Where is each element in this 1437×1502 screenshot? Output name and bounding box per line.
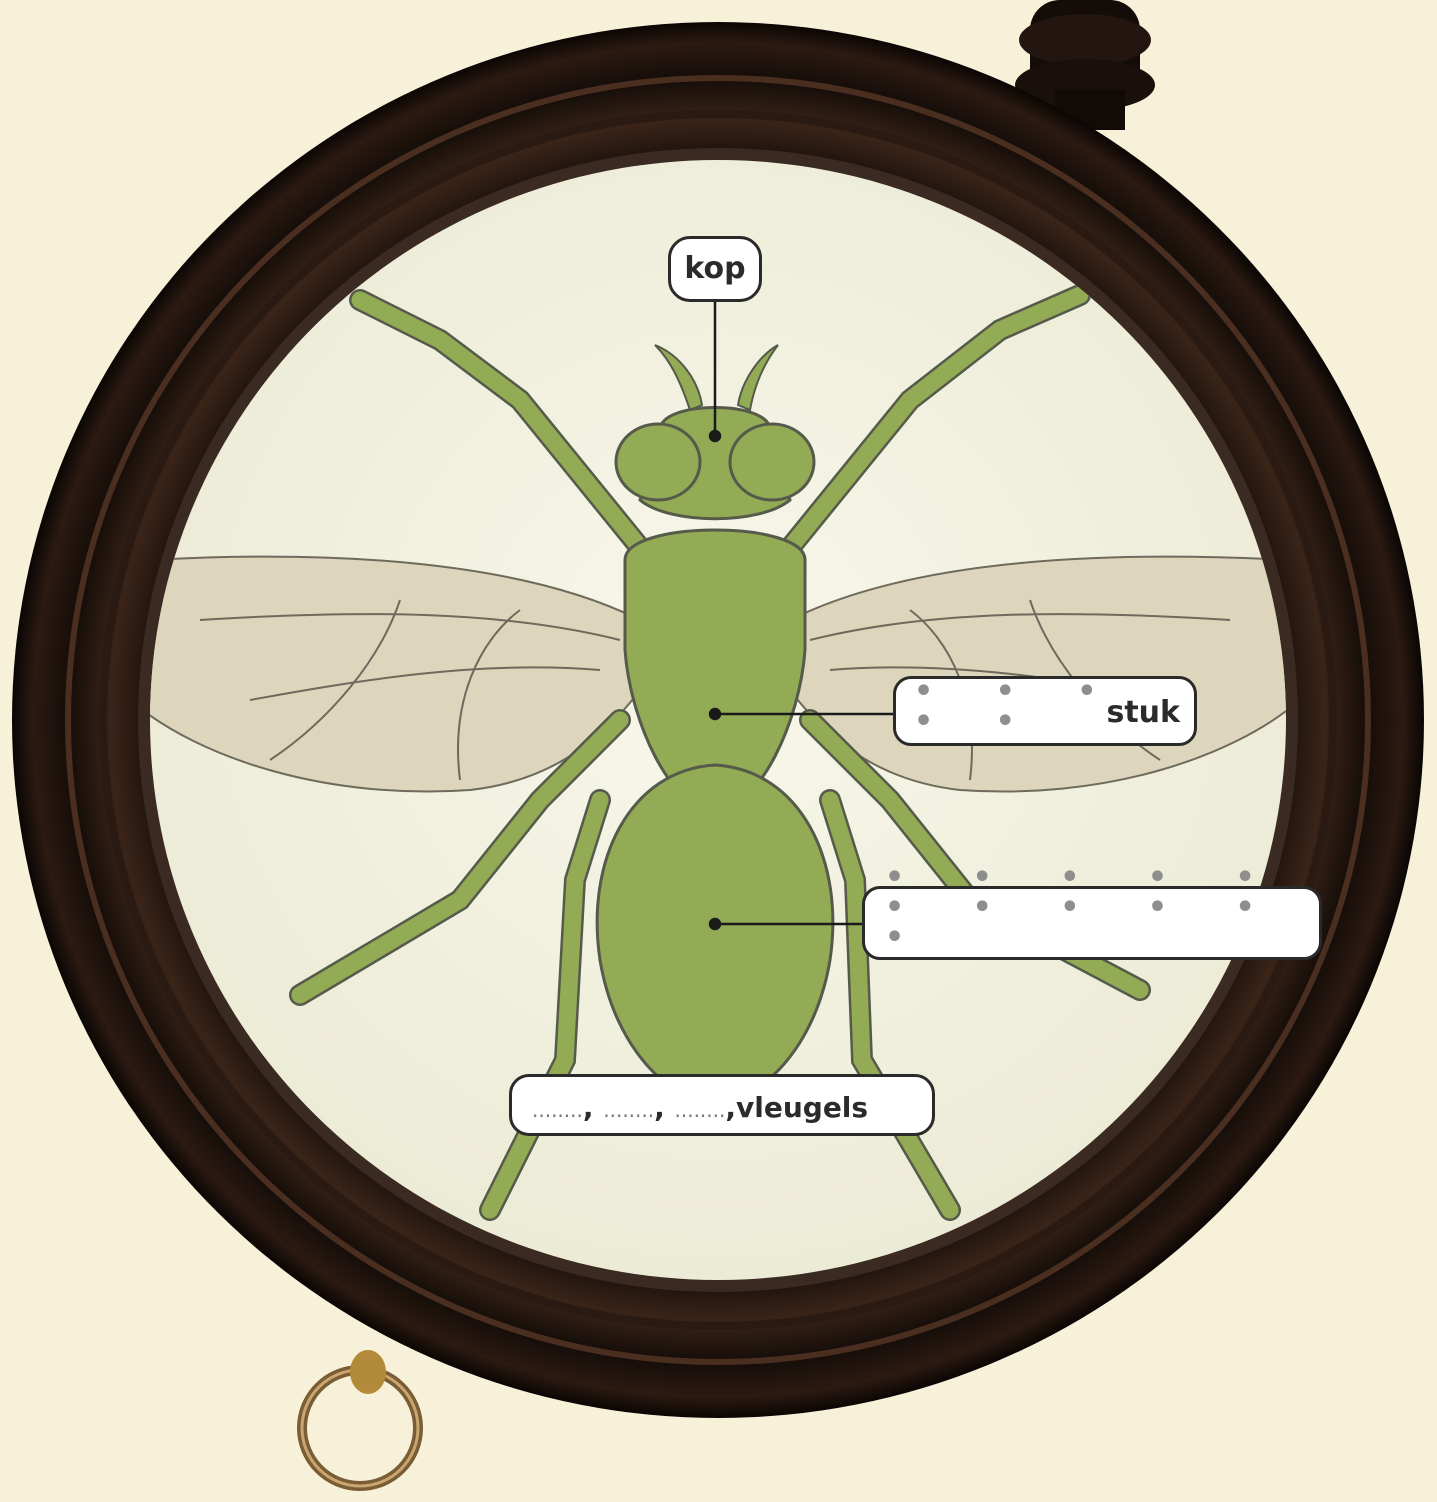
label-abdomen-blank: • • • • • • • • • • • bbox=[885, 863, 1319, 953]
label-appendages-line: ........, ........, ........,vleugels bbox=[532, 1091, 868, 1124]
label-appendages-suffix: vleugels bbox=[736, 1091, 868, 1124]
label-thorax[interactable]: • • • • • stuk bbox=[893, 676, 1197, 746]
blank-2: ........ bbox=[603, 1098, 654, 1122]
comma-3: , bbox=[725, 1091, 736, 1124]
label-appendages[interactable]: ........, ........, ........,vleugels bbox=[509, 1074, 935, 1136]
label-head-text: kop bbox=[671, 251, 759, 286]
comma-1: , bbox=[583, 1091, 594, 1124]
comma-2: , bbox=[654, 1091, 665, 1124]
blank-3: ........ bbox=[675, 1098, 726, 1122]
label-abdomen[interactable]: • • • • • • • • • • • bbox=[862, 886, 1322, 960]
label-thorax-suffix: stuk bbox=[1106, 695, 1180, 730]
hanging-ring bbox=[302, 1350, 418, 1486]
label-head: kop bbox=[668, 236, 762, 302]
blank-1: ........ bbox=[532, 1098, 583, 1122]
